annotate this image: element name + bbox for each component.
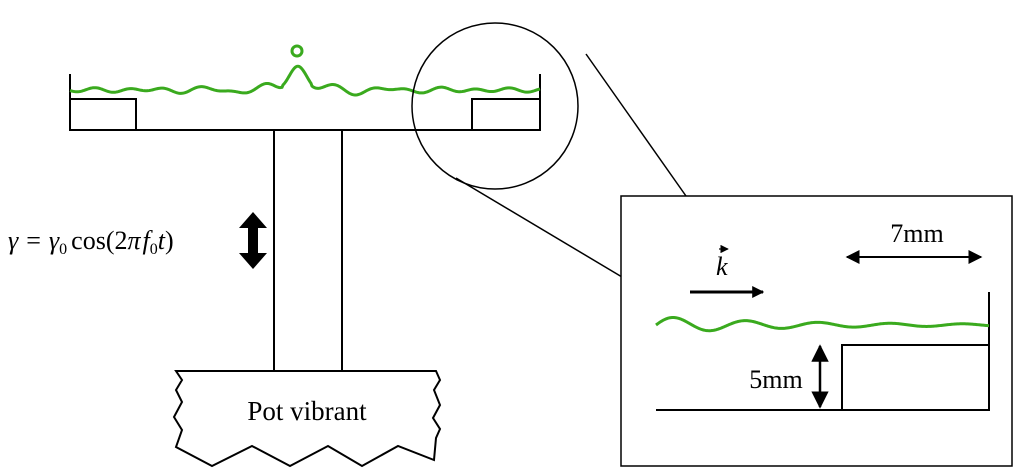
- formula-gamma: γ: [8, 226, 19, 255]
- tray: [69, 74, 541, 131]
- wave-vector-label: k: [716, 252, 728, 281]
- formula-gamma0: γ: [49, 226, 60, 255]
- formula-f-sub: 0: [150, 241, 158, 258]
- inset-geometry: [656, 292, 990, 411]
- zoom-circle: [411, 22, 579, 190]
- shaker-label: Pot vibrant: [247, 396, 367, 426]
- depth-label: 5mm: [749, 365, 802, 394]
- formula-gamma0-sub: 0: [59, 241, 67, 258]
- formula-equals: =: [26, 226, 41, 255]
- left-step: [69, 98, 137, 131]
- zoom-connector-top: [585, 53, 687, 197]
- width-label: 7mm: [890, 219, 943, 248]
- oscillation-arrow-icon: [239, 212, 267, 269]
- zoom-inset: [620, 195, 1013, 467]
- droplet: [290, 44, 304, 58]
- inset-wave-surface: [655, 315, 990, 333]
- zoom-connector-bottom: [455, 177, 623, 278]
- tray-wave-surface: [69, 64, 541, 97]
- right-step: [471, 98, 541, 131]
- formula-t: t: [158, 226, 166, 255]
- column: [273, 130, 343, 371]
- formula-f: f: [143, 226, 154, 255]
- shaker-body: [172, 370, 442, 468]
- formula-cos: cos(2: [71, 226, 127, 255]
- formula-close: ): [165, 226, 174, 255]
- formula-pi: π: [128, 226, 142, 255]
